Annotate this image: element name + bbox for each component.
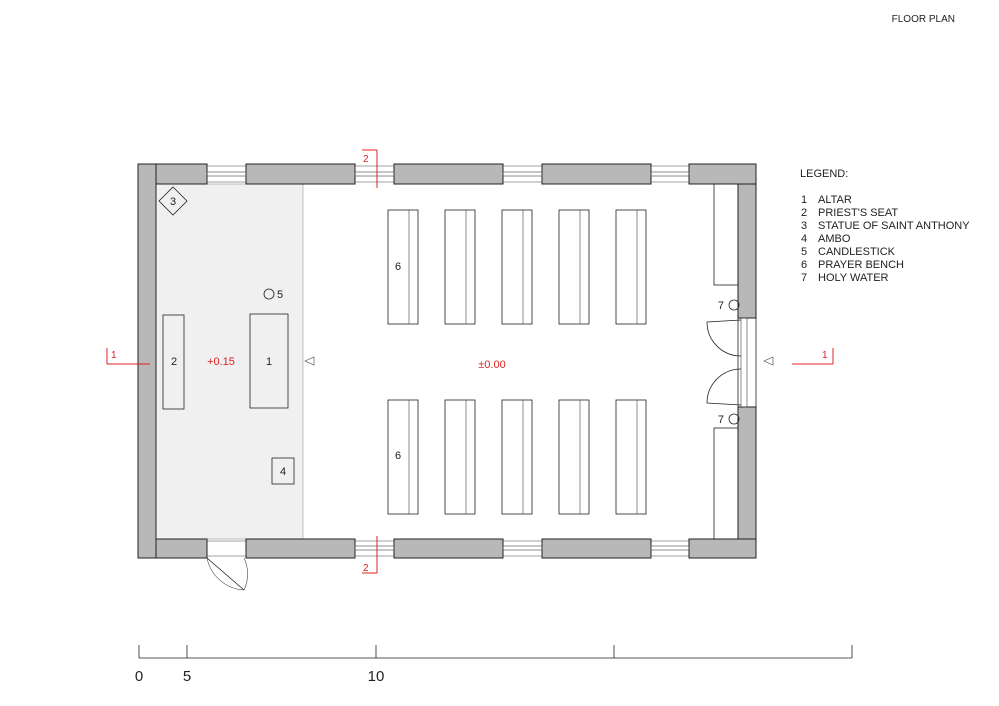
- section-label: 1: [111, 350, 117, 361]
- altar: 1: [249, 313, 289, 409]
- window-bottom: [650, 540, 690, 557]
- section-label: 1: [822, 350, 828, 361]
- bench: [558, 209, 590, 325]
- wall-bottom-segment: [245, 538, 356, 559]
- step-marker-icon: [304, 356, 315, 366]
- sanctuary-floor: [155, 183, 304, 540]
- legend-item-number: 4: [801, 233, 807, 245]
- legend-item-label: PRIEST'S SEAT: [818, 207, 898, 219]
- priests-seat: 2: [162, 314, 185, 410]
- legend-item-number: 1: [801, 194, 807, 206]
- wall-bottom-segment: [541, 538, 652, 559]
- legend-item-number: 7: [801, 272, 807, 284]
- window-bottom: [502, 540, 543, 557]
- candlestick: 5: [263, 288, 283, 301]
- wall-top-segment: [155, 163, 208, 185]
- legend-item-label: ALTAR: [818, 194, 852, 206]
- level-nave: ±0.00: [478, 359, 505, 371]
- side-counter: [713, 183, 739, 286]
- window-bottom: [354, 540, 395, 557]
- wall-bottom-segment: [393, 538, 504, 559]
- legend: LEGEND: 1 ALTAR 2 PRIEST'S SEAT 3 STATUE OF S…: [800, 168, 970, 284]
- tag-label: 7: [718, 300, 724, 312]
- main-entrance-door: [706, 317, 757, 408]
- wall-bottom-segment: [155, 538, 208, 559]
- bench: [387, 209, 419, 325]
- section-mark-1-right: 1: [792, 348, 834, 365]
- wall-right-segment: [737, 406, 757, 540]
- legend-item-label: STATUE OF SAINT ANTHONY: [818, 220, 970, 232]
- legend-item-label: CANDLESTICK: [818, 246, 896, 258]
- ambo: 4: [271, 457, 295, 485]
- section-mark-1-left: 1: [106, 348, 150, 365]
- bench: [615, 209, 647, 325]
- section-label: 2: [363, 154, 369, 165]
- side-counter: [713, 427, 739, 540]
- level-sanctuary: +0.15: [207, 356, 235, 368]
- window-top: [354, 165, 395, 183]
- wall-bottom-segment: [688, 538, 757, 559]
- tag-label: 7: [718, 414, 724, 426]
- tag-label: 1: [266, 356, 272, 368]
- wall-top-segment: [541, 163, 652, 185]
- statue-of-saint-anthony: 3: [158, 186, 188, 216]
- tag-label: 4: [280, 466, 286, 478]
- walls: [137, 163, 757, 559]
- legend-item-label: AMBO: [818, 233, 851, 245]
- window-top: [650, 165, 690, 183]
- window-top: [502, 165, 543, 183]
- legend-item-number: 6: [801, 259, 807, 271]
- section-mark-2-top: 2: [362, 149, 378, 188]
- wall-top-segment: [688, 163, 757, 185]
- bench: [444, 209, 476, 325]
- legend-heading: LEGEND:: [800, 168, 848, 180]
- bench: [444, 399, 476, 515]
- scale-label: 10: [368, 668, 385, 685]
- drawing-title: FLOOR PLAN: [892, 14, 955, 25]
- section-label: 2: [363, 563, 369, 574]
- bench: [501, 209, 533, 325]
- tag-label: 2: [171, 356, 177, 368]
- entrance-marker-icon: [763, 356, 774, 366]
- scale-label: 0: [135, 668, 143, 685]
- bench: [615, 399, 647, 515]
- tag-label: 3: [170, 196, 176, 208]
- holy-water-top: 7: [718, 299, 740, 312]
- wall-top-segment: [245, 163, 356, 185]
- side-door: [206, 540, 248, 591]
- tag-label: 5: [277, 289, 283, 301]
- legend-item-number: 5: [801, 246, 807, 258]
- wall-top-segment: [393, 163, 504, 185]
- wall-right-segment: [737, 183, 757, 319]
- holy-water-bottom: 7: [718, 413, 740, 426]
- tag-label: 6: [395, 450, 401, 462]
- bench: [501, 399, 533, 515]
- tag-label: 6: [395, 261, 401, 273]
- legend-item-number: 3: [801, 220, 807, 232]
- legend-item-label: HOLY WATER: [818, 272, 889, 284]
- legend-item-number: 2: [801, 207, 807, 219]
- bench: [558, 399, 590, 515]
- prayer-benches: 6 6: [387, 209, 647, 515]
- window-top: [206, 165, 247, 183]
- section-mark-2-bottom: 2: [362, 536, 378, 574]
- bench: [387, 399, 419, 515]
- windows: [206, 165, 690, 557]
- legend-item-label: PRAYER BENCH: [818, 259, 904, 271]
- wall-left: [137, 163, 157, 559]
- scale-label: 5: [183, 668, 191, 685]
- scale-bar: 0 5 10: [135, 645, 853, 685]
